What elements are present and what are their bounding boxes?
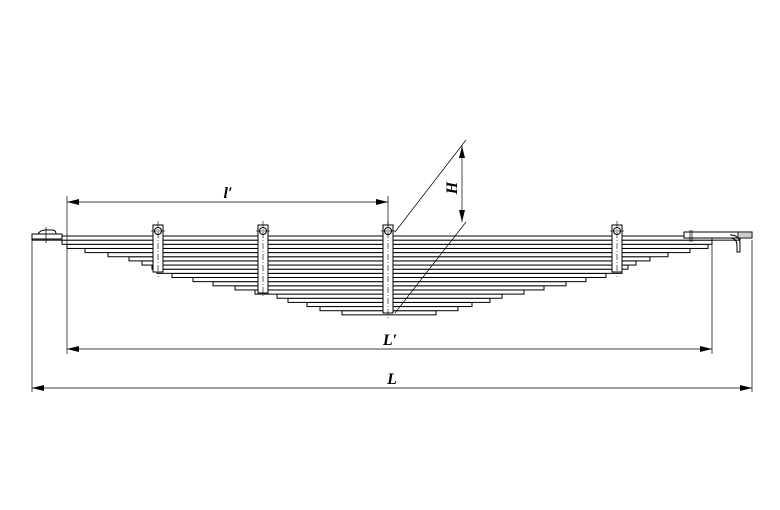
dimension-label-l-prime: l′ (224, 185, 233, 202)
dimension-H: H (444, 146, 465, 222)
left-eye (31, 227, 63, 243)
dimension-label-L-prime: L′ (382, 332, 397, 349)
clamp (151, 221, 165, 277)
clamp (256, 221, 270, 298)
dimension-L-prime: L′ (67, 332, 712, 352)
dimension-L: L (32, 371, 752, 391)
clamp (610, 221, 624, 277)
dimension-label-H: H (444, 181, 461, 195)
dimension-label-L: L (386, 371, 397, 388)
spring-clamps (151, 221, 624, 318)
extension-lines (31, 139, 753, 392)
dimension-l-prime: l′ (67, 185, 388, 205)
clamp (381, 221, 395, 318)
right-eye (683, 230, 753, 253)
